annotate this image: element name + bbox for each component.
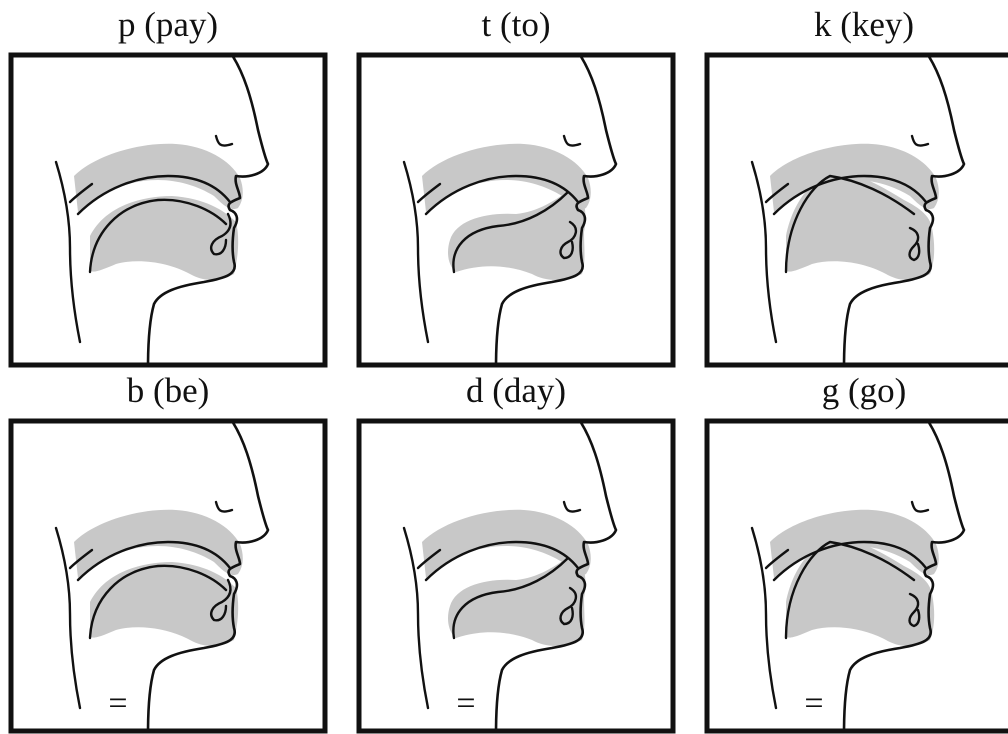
vocal-tract-frame: = bbox=[8, 418, 328, 734]
diagram-label: p (pay) bbox=[8, 2, 328, 48]
vocal-tract-frame bbox=[8, 52, 328, 368]
frame-border bbox=[359, 55, 673, 365]
diagram-label: b (be) bbox=[8, 368, 328, 414]
voicing-marker: = bbox=[456, 685, 475, 722]
vocal-tract-diagram: = bbox=[8, 418, 328, 734]
diagram-label: d (day) bbox=[356, 368, 676, 414]
vocal-tract-diagram bbox=[704, 52, 1008, 368]
vocal-tract-diagram bbox=[8, 52, 328, 368]
voicing-marker: = bbox=[108, 685, 127, 722]
vocal-tract-frame: = bbox=[704, 418, 1008, 734]
vocal-tract-diagram bbox=[356, 52, 676, 368]
frame-border bbox=[359, 421, 673, 731]
vocal-tract-frame bbox=[356, 52, 676, 368]
diagram-label: g (go) bbox=[704, 368, 1008, 414]
vocal-tract-diagram: = bbox=[704, 418, 1008, 734]
voicing-marker: = bbox=[804, 685, 823, 722]
vocal-tract-frame bbox=[704, 52, 1008, 368]
vocal-tract-diagram: = bbox=[356, 418, 676, 734]
vocal-tract-frame: = bbox=[356, 418, 676, 734]
diagram-label: t (to) bbox=[356, 2, 676, 48]
diagram-label: k (key) bbox=[704, 2, 1008, 48]
